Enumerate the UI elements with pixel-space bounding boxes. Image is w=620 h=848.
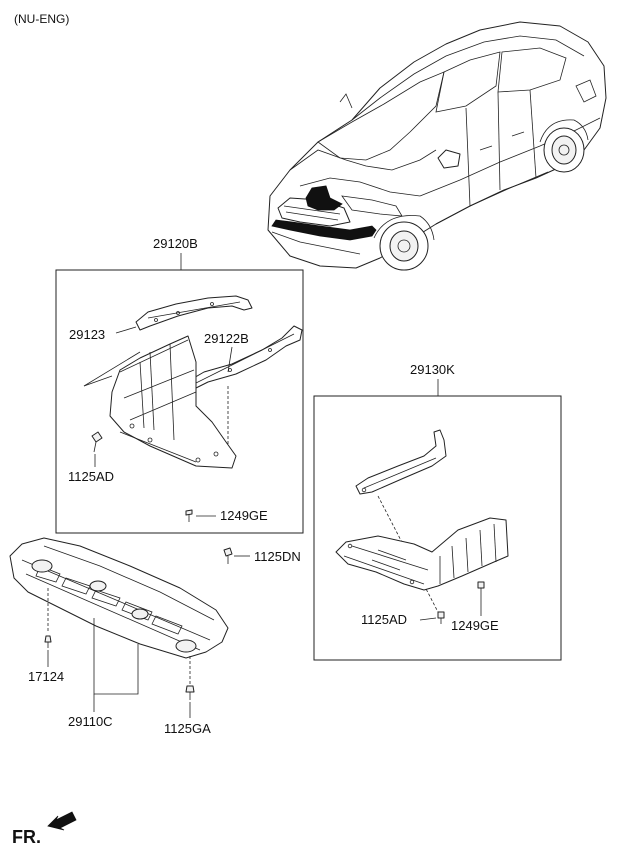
- assembly-box-29130K: [313, 395, 562, 661]
- bolt-1249GE-left: [185, 509, 193, 522]
- label-1125AD-left: 1125AD: [68, 469, 114, 484]
- part-right-undercover: [335, 517, 509, 591]
- assembly-box-29120B: [55, 269, 304, 534]
- engine-variant-label: (NU-ENG): [14, 12, 69, 26]
- bolt-17124: [44, 635, 52, 648]
- bolt-1125AD-right: [437, 611, 445, 624]
- front-direction-label: FR.: [12, 827, 41, 847]
- label-1125DN: 1125DN: [254, 549, 301, 564]
- label-29122B: 29122B: [204, 331, 249, 346]
- leader-29123: [115, 326, 137, 334]
- part-29123-bracket: [135, 295, 253, 331]
- bolt-1125DN: [223, 547, 233, 564]
- label-29120B: 29120B: [153, 236, 198, 251]
- label-1125AD-right: 1125AD: [361, 612, 407, 627]
- part-side-undercover: [109, 335, 237, 469]
- leader-29122B: [227, 346, 233, 373]
- label-29130K: 29130K: [410, 362, 455, 377]
- label-29110C: 29110C: [68, 714, 113, 729]
- label-17124: 17124: [28, 669, 64, 684]
- leader-29110C: [93, 618, 139, 695]
- bolt-1125AD-left: [91, 431, 103, 453]
- label-1125GA: 1125GA: [164, 721, 211, 736]
- car-illustration: [267, 21, 607, 271]
- bolt-1125GA: [185, 685, 195, 700]
- bolt-1249GE-right: [477, 581, 485, 600]
- label-29123: 29123: [69, 327, 105, 342]
- part-29110C-main-undercover: [9, 537, 229, 659]
- label-1249GE-right: 1249GE: [451, 618, 499, 633]
- front-direction-arrow-icon: [47, 811, 77, 831]
- label-1249GE-left: 1249GE: [220, 508, 268, 523]
- part-right-bracket: [355, 429, 447, 495]
